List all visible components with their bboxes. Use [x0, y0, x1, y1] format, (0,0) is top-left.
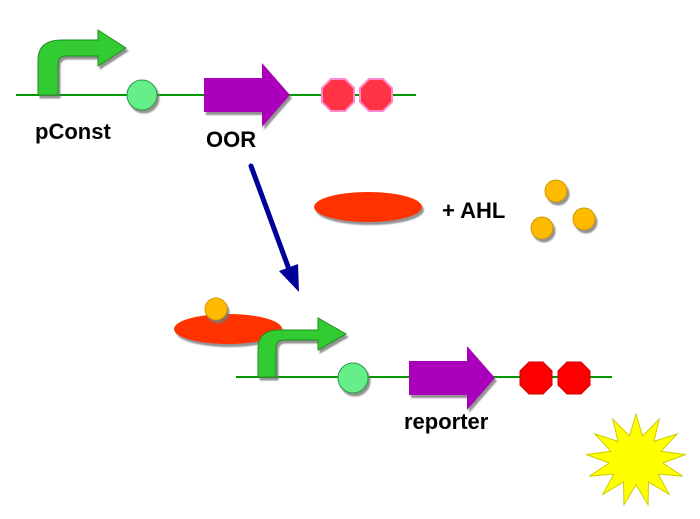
- arrow-shaft: [248, 163, 293, 275]
- bottom-terminator-icon: [519, 361, 553, 395]
- free-protein-icon: [314, 192, 422, 222]
- bottom-construct: [174, 297, 612, 410]
- bottom-terminator-icon: [557, 361, 591, 395]
- top-construct: [16, 29, 416, 127]
- bound-ahl-icon: [204, 297, 228, 321]
- light-starburst-icon: [586, 412, 686, 507]
- ahl-molecule-icon: [544, 179, 568, 203]
- ahl-label: + AHL: [442, 198, 506, 223]
- transition-arrow: [248, 163, 299, 292]
- top-cds-icon: [204, 63, 290, 127]
- pconst-label: pConst: [35, 119, 111, 144]
- arrow-head-icon: [279, 264, 299, 292]
- ahl-molecule-icon: [530, 216, 554, 240]
- top-rbs-icon: [126, 79, 158, 111]
- bottom-promoter-icon: [257, 317, 348, 378]
- ahl-molecule-icon: [572, 207, 596, 231]
- reporter-label: reporter: [404, 409, 489, 434]
- bottom-rbs-icon: [337, 362, 369, 394]
- oor-label: OOR: [206, 127, 257, 152]
- top-terminator-icon: [359, 78, 393, 112]
- bound-protein-icon: [174, 314, 282, 344]
- top-terminator-icon: [321, 78, 355, 112]
- bottom-cds-icon: [409, 346, 495, 410]
- ahl-group: [530, 179, 596, 240]
- top-promoter-icon: [37, 29, 127, 96]
